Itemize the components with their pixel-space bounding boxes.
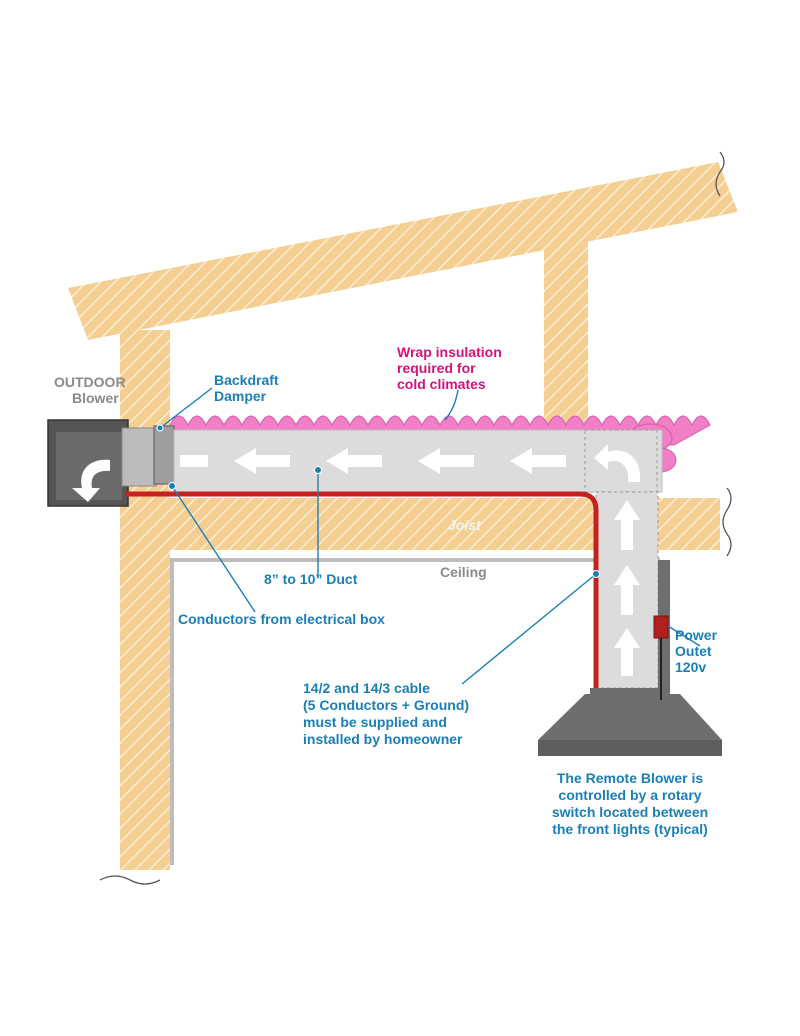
leader-lines bbox=[159, 387, 701, 685]
electrical-cable bbox=[125, 491, 599, 688]
up-arrow-icon bbox=[614, 565, 640, 615]
blower-curved-arrow-icon bbox=[72, 459, 110, 502]
cable-label-line2: (5 Conductors + Ground) bbox=[303, 697, 469, 713]
left-arrow-icon bbox=[326, 448, 382, 474]
ceiling-label: Ceiling bbox=[440, 564, 487, 580]
hood-chimney-left bbox=[590, 688, 670, 694]
wrap-label-line3: cold climates bbox=[397, 376, 486, 392]
remote-label-line1: The Remote Blower is bbox=[557, 770, 703, 786]
outdoor-label: OUTDOOR bbox=[54, 374, 126, 390]
vertical-flow-arrows bbox=[614, 500, 640, 676]
wrap-label-line1: Wrap insulation bbox=[397, 344, 502, 360]
backdraft-label-line1: Backdraft bbox=[214, 372, 279, 388]
blower-label: Blower bbox=[72, 390, 119, 406]
backdraft-leader bbox=[159, 387, 213, 429]
backdraft-damper bbox=[153, 425, 175, 485]
conductors-leader bbox=[171, 485, 256, 613]
conductors-label: Conductors from electrical box bbox=[178, 611, 385, 627]
left-wall-stud bbox=[120, 330, 170, 870]
power-outlet bbox=[653, 615, 669, 700]
cable-label-line4: installed by homeowner bbox=[303, 731, 463, 747]
hood-canopy bbox=[538, 694, 722, 740]
bottom-break-mark bbox=[99, 875, 161, 885]
duct-label: 8” to 10” Duct bbox=[264, 571, 358, 587]
outlet-leader bbox=[667, 625, 701, 647]
labels: OUTDOOR Blower Backdraft Damper Wrap ins… bbox=[54, 344, 718, 837]
remote-label-line4: the front lights (typical) bbox=[552, 821, 708, 837]
joist-label: Joist bbox=[448, 517, 482, 533]
range-hood bbox=[538, 560, 722, 756]
left-arrow-icon bbox=[418, 448, 474, 474]
duct-stripe bbox=[180, 455, 208, 467]
up-arrow-icon bbox=[614, 628, 640, 676]
elbow-curved-arrow-icon bbox=[594, 444, 641, 482]
insulation-leader bbox=[444, 389, 459, 421]
remote-label-line2: controlled by a rotary bbox=[558, 787, 701, 803]
cable-label-line1: 14/2 and 14/3 cable bbox=[303, 680, 430, 696]
outdoor-blower bbox=[47, 419, 157, 507]
rafter-break-mark bbox=[715, 151, 725, 197]
left-arrow-icon bbox=[510, 448, 566, 474]
remote-label-line3: switch located between bbox=[552, 804, 708, 820]
power-label-line1: Power bbox=[675, 627, 718, 643]
cable-leader bbox=[461, 573, 597, 685]
duct-flow-arrows bbox=[180, 444, 641, 482]
up-arrow-icon bbox=[614, 500, 640, 550]
roof-rafter bbox=[68, 162, 738, 340]
backdraft-label-line2: Damper bbox=[214, 388, 267, 404]
wrap-label-line2: required for bbox=[397, 360, 476, 376]
power-label-line2: Outet bbox=[675, 643, 712, 659]
cable-label-line3: must be supplied and bbox=[303, 714, 447, 730]
vertical-roof-post bbox=[544, 232, 588, 452]
joist-break-mark bbox=[722, 487, 732, 557]
leader-dots bbox=[156, 424, 600, 578]
power-label-line3: 120v bbox=[675, 659, 706, 675]
hood-base bbox=[538, 740, 722, 756]
left-arrow-icon bbox=[234, 448, 290, 474]
